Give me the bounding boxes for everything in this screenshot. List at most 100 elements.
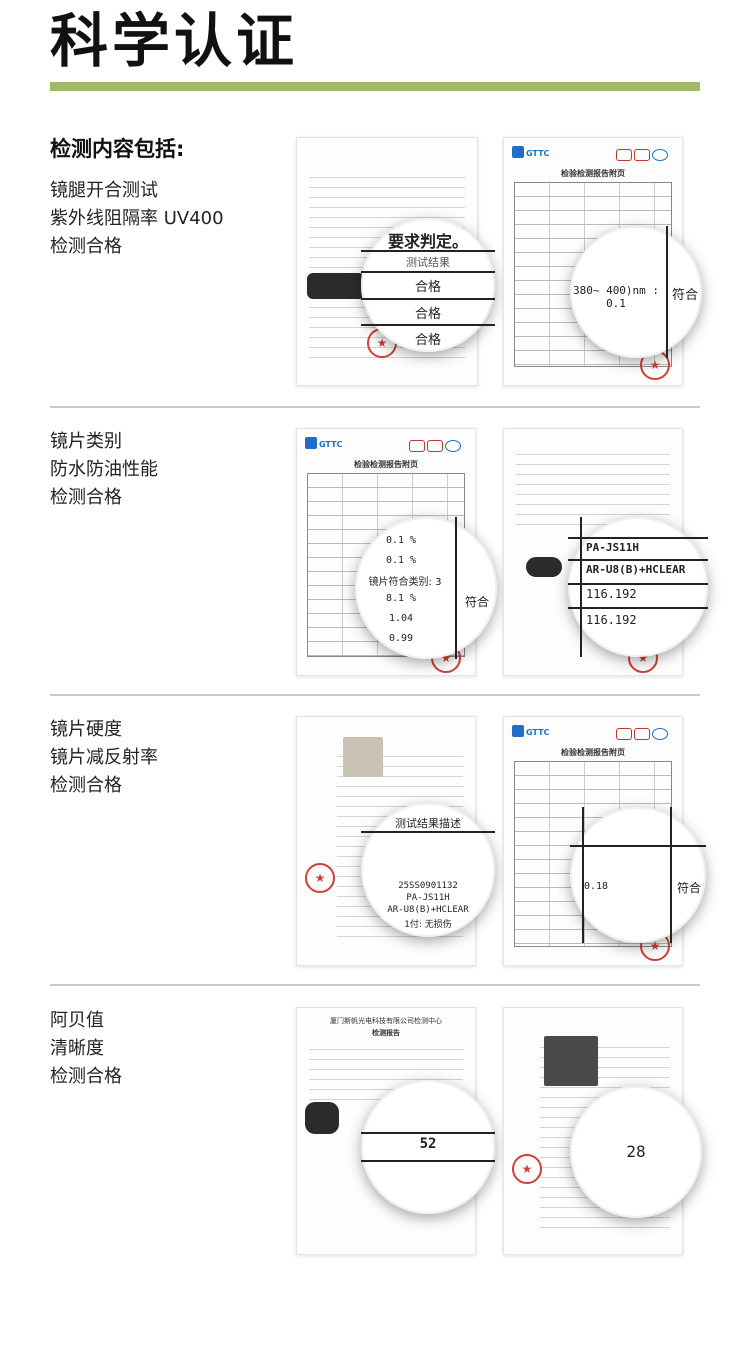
title-accent-bar [50, 82, 700, 91]
section-divider [50, 406, 700, 408]
magnifier-callout: 要求判定。 测试结果 合格 合格 合格 [361, 218, 495, 352]
callout-rule [361, 1132, 495, 1134]
callout-text: 116.192 [586, 587, 637, 601]
callout-rule [580, 517, 582, 657]
callout-text: 合格 [414, 307, 441, 322]
report-title: 检验检测报告附页 [561, 748, 625, 757]
section-heading: 检测内容包括: [50, 137, 185, 161]
section-1: 检测内容包括: 镜腿开合测试 紫外线阻隔率 UV400 检测合格 [50, 135, 700, 395]
callout-text: 测试结果描述 [395, 817, 461, 830]
callout-rule [670, 807, 672, 943]
test-item: 检测合格 [50, 236, 122, 257]
section-4: 阿贝值 清晰度 检测合格 [50, 1007, 700, 1267]
test-item: 镜片减反射率 [50, 747, 158, 768]
test-report-image: 厦门斯帆光电科技有限公司检测中心 检测报告 52 [296, 1007, 495, 1255]
report-text-lines [516, 445, 670, 525]
callout-rule [568, 559, 708, 561]
callout-text: 8.1 % [385, 593, 417, 604]
test-item: 检测合格 [50, 487, 122, 508]
callout-text: AR-U8(B)+HCLEAR [387, 905, 469, 915]
callout-rule [455, 517, 457, 659]
callout-text: 28 [626, 1142, 646, 1161]
section-2: 镜片类别 防水防油性能 检测合格 [50, 428, 700, 688]
certification-marks [614, 146, 674, 161]
callout-text: 52 [419, 1136, 437, 1152]
callout-rule [361, 298, 495, 300]
magnifier-callout: PA-JS11H AR-U8(B)+HCLEAR 116.192 116.192 [568, 517, 708, 657]
page-title: 科学认证 [50, 7, 299, 75]
test-report-image: GTTC 检验检测报告附页 ★ 380~ 400)nm : 0.1 符合 [503, 137, 702, 386]
report-header: GTTC [305, 437, 467, 453]
magnifier-callout: 测试结果描述 25SS0901132 PA-JS11H AR-U8(B)+HCL… [361, 803, 495, 937]
hardness-tester-photo [343, 737, 383, 777]
test-item: 检测合格 [50, 775, 122, 796]
report-title: 检测报告 [372, 1029, 400, 1037]
test-item: 检测合格 [50, 1066, 122, 1087]
callout-text: 0.1 % [385, 555, 417, 566]
callout-text: 0.18 [584, 881, 609, 892]
magnifier-callout: 52 [361, 1080, 495, 1214]
callout-rule [666, 226, 668, 358]
gttc-logo: GTTC [305, 437, 361, 451]
test-item: 紫外线阻隔率 UV400 [50, 208, 224, 229]
test-report-image: ★ 测试结果描述 25SS0901132 PA-JS11H AR-U8(B)+H… [296, 716, 495, 966]
callout-text: 116.192 [586, 613, 637, 627]
callout-rule [361, 324, 495, 326]
callout-rule [361, 1160, 495, 1162]
callout-rule [582, 807, 584, 943]
lens-sample-photo [526, 557, 562, 577]
test-item: 镜片硬度 [50, 719, 122, 740]
callout-text: 符合 [671, 288, 698, 303]
test-report-image: ★ 28 [503, 1007, 702, 1255]
report-title: 检验检测报告附页 [561, 169, 625, 178]
gttc-logo: GTTC [512, 725, 568, 739]
callout-text: 0.99 [388, 633, 414, 644]
test-item: 防水防油性能 [50, 459, 158, 480]
test-report-image: GTTC 检验检测报告附页 ★ 0.1 % 0.1 % 镜片符合类别: 3 8.… [296, 428, 497, 676]
test-item: 镜腿开合测试 [50, 180, 158, 201]
callout-text: 镜片符合类别: 3 [368, 577, 442, 588]
callout-text: 1.04 [388, 613, 414, 624]
callout-text: 符合 [464, 595, 489, 609]
callout-text: 要求判定。 [387, 232, 468, 251]
magnifier-callout: 28 [570, 1086, 702, 1218]
callout-text: PA-JS11H [406, 893, 450, 903]
magnifier-callout: 380~ 400)nm : 0.1 符合 [570, 226, 702, 358]
callout-text: 合格 [414, 280, 441, 295]
magnifier-callout: 0.1 % 0.1 % 镜片符合类别: 3 8.1 % 符合 1.04 0.99 [355, 517, 497, 659]
section-1-text: 检测内容包括: 镜腿开合测试 紫外线阻隔率 UV400 检测合格 [50, 135, 285, 261]
lens-sample-photo [305, 1102, 339, 1134]
test-item: 清晰度 [50, 1038, 104, 1059]
report-header: GTTC [512, 146, 674, 162]
report-org: 厦门斯帆光电科技有限公司检测中心 [330, 1017, 442, 1025]
callout-rule [361, 831, 495, 833]
callout-text: 测试结果 [406, 256, 450, 269]
seal-stamp: ★ [512, 1154, 542, 1184]
callout-text: PA-JS11H [586, 541, 639, 554]
test-item: 镜片类别 [50, 431, 122, 452]
seal-stamp: ★ [305, 863, 335, 893]
certification-marks [614, 725, 674, 740]
callout-text: 符合 [676, 881, 701, 895]
certification-marks [407, 437, 467, 452]
magnifier-callout: 0.18 符合 [570, 807, 706, 943]
callout-text: AR-U8(B)+HCLEAR [586, 563, 686, 576]
callout-rule [568, 583, 708, 585]
section-3: 镜片硬度 镜片减反射率 检测合格 [50, 716, 700, 976]
sunglasses-photo [307, 273, 365, 299]
callout-text: 1付: 无损伤 [404, 920, 452, 930]
test-item: 阿贝值 [50, 1010, 104, 1031]
callout-text: 0.1 % [385, 535, 417, 546]
callout-rule [570, 845, 706, 847]
test-report-image: ★ 要求判定。 测试结果 合格 合格 合格 [296, 137, 495, 386]
section-3-text: 镜片硬度 镜片减反射率 检测合格 [50, 716, 285, 800]
callout-rule [361, 271, 495, 273]
callout-rule [568, 607, 708, 609]
callout-rule [568, 537, 708, 539]
report-title: 检验检测报告附页 [354, 460, 418, 469]
section-divider [50, 694, 700, 696]
section-2-text: 镜片类别 防水防油性能 检测合格 [50, 428, 285, 512]
section-4-text: 阿贝值 清晰度 检测合格 [50, 1007, 285, 1091]
test-report-image: ★ PA-JS11H AR-U8(B)+HCLEAR 116.192 116.1… [503, 428, 708, 676]
callout-text: 380~ 400)nm : 0.1 [572, 284, 660, 310]
